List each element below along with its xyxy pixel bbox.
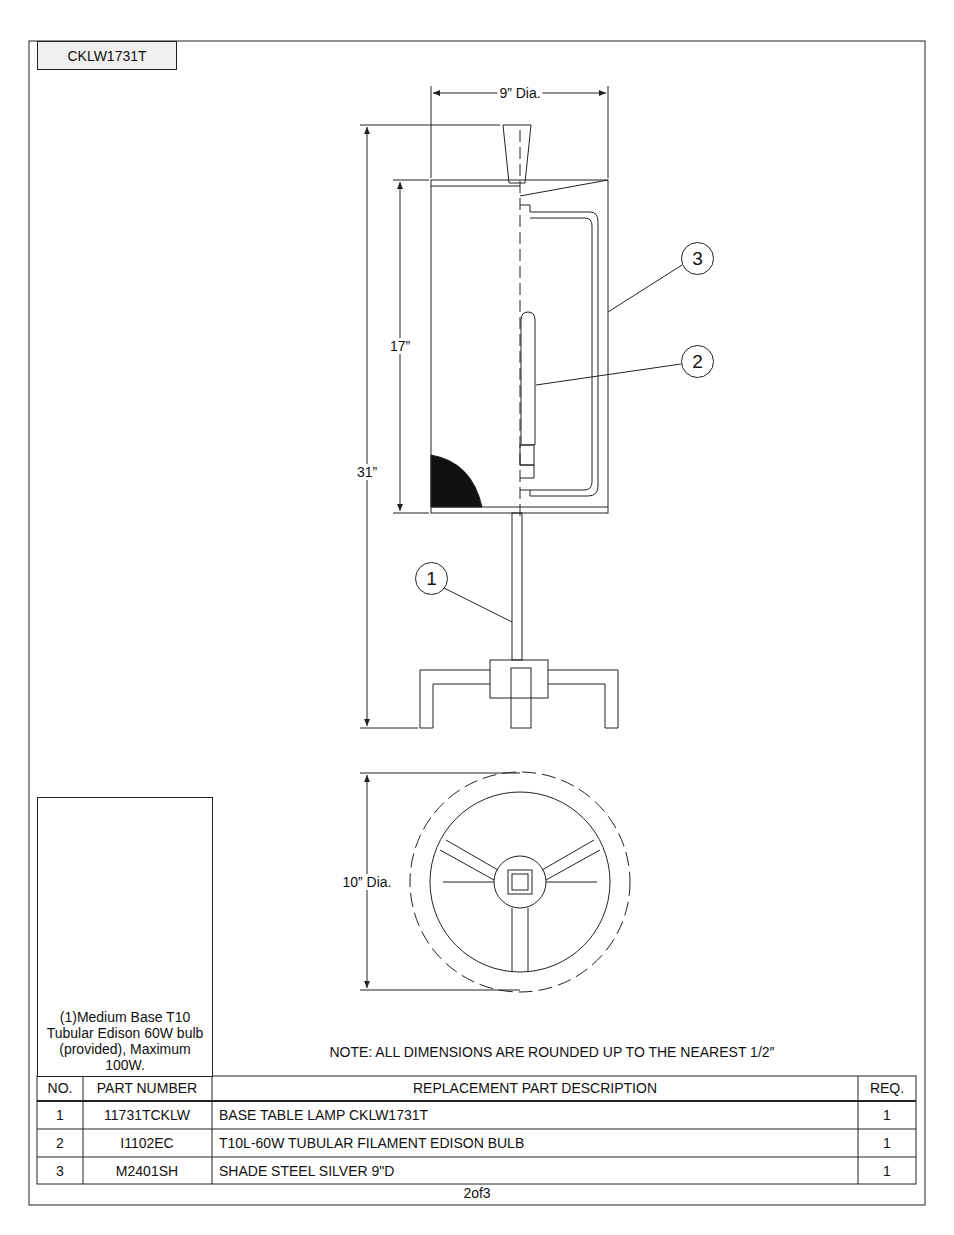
- page-number: 2of3: [461, 1185, 492, 1201]
- dimension-label: 31”: [355, 464, 379, 480]
- title-tab: CKLW1731T: [37, 41, 177, 70]
- node-text: (1)Medium Base T10 Tubular Edison 60W bu…: [42, 1009, 208, 1073]
- table-cell: M2401SH: [114, 1163, 180, 1179]
- table-cell: 1: [54, 1107, 66, 1123]
- dimension-label: 17”: [388, 338, 412, 354]
- node-text: CKLW1731T: [67, 48, 146, 64]
- table-header: NO.: [46, 1080, 75, 1096]
- table-header: REQ.: [868, 1080, 906, 1096]
- table-cell: 11731TCKLW: [102, 1107, 192, 1123]
- node-text: 3: [692, 248, 703, 270]
- note-text: NOTE: ALL DIMENSIONS ARE ROUNDED UP TO T…: [327, 1044, 776, 1060]
- table-header: REPLACEMENT PART DESCRIPTION: [411, 1080, 659, 1096]
- table-cell: SHADE STEEL SILVER 9"D: [217, 1163, 396, 1179]
- table-cell: BASE TABLE LAMP CKLW1731T: [217, 1107, 430, 1123]
- table-cell: 1: [881, 1135, 893, 1151]
- dimension-label: 10” Dia.: [340, 874, 393, 890]
- callout-number: 2: [681, 345, 714, 378]
- table-cell: T10L-60W TUBULAR FILAMENT EDISON BULB: [217, 1135, 526, 1151]
- table-header: PART NUMBER: [95, 1080, 199, 1096]
- dimension-label: 9” Dia.: [497, 85, 542, 101]
- node-text: 1: [426, 568, 437, 590]
- node-text: 2: [692, 351, 703, 373]
- bulb-note-box: (1)Medium Base T10 Tubular Edison 60W bu…: [37, 797, 213, 1077]
- table-cell: 2: [54, 1135, 66, 1151]
- callout-number: 1: [415, 562, 448, 595]
- table-cell: I1102EC: [118, 1135, 175, 1151]
- table-cell: 3: [54, 1163, 66, 1179]
- callout-number: 3: [681, 242, 714, 275]
- table-cell: 1: [881, 1107, 893, 1123]
- table-cell: 1: [881, 1163, 893, 1179]
